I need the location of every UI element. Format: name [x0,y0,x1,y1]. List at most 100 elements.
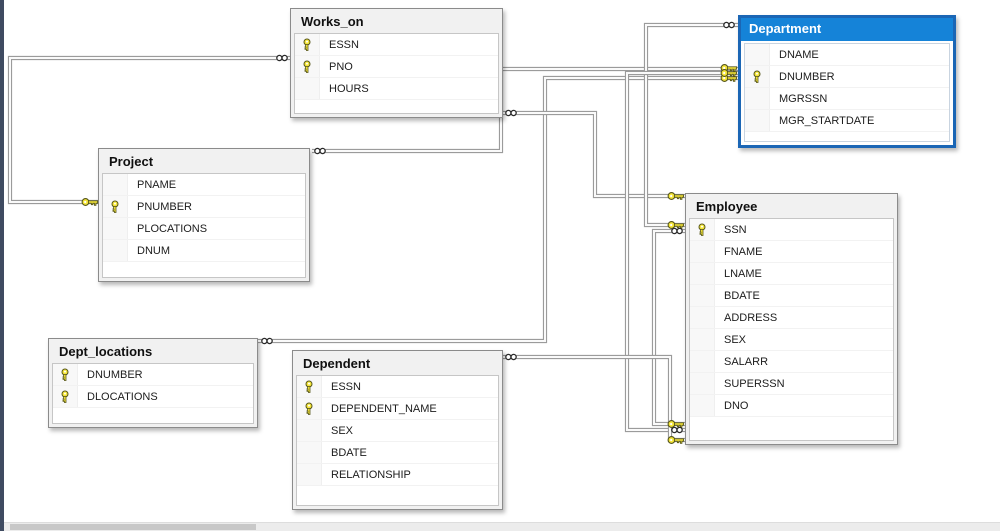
column-row[interactable]: HOURS [295,78,498,100]
column-name: DNO [724,399,749,412]
column-name: DNUMBER [87,368,143,381]
column-row[interactable]: BDATE [297,442,498,464]
column-row[interactable]: PNO [295,56,498,78]
primary-key-icon [53,386,78,407]
column-row[interactable]: DNUM [103,240,305,262]
column-row[interactable]: LNAME [690,263,893,285]
column-name: BDATE [331,446,367,459]
relationship-dept_locations-department[interactable] [258,75,738,344]
column-row[interactable]: SEX [690,329,893,351]
scrollbar-thumb[interactable] [10,524,256,530]
table-title: Project [109,154,154,169]
column-row[interactable]: SALARR [690,351,893,373]
column-gutter [745,44,770,65]
column-row[interactable]: SSN [690,219,893,241]
column-name: DNUM [137,244,170,257]
column-row[interactable]: FNAME [690,241,893,263]
column-name: SEX [724,333,747,346]
table-title: Works_on [301,14,364,29]
column-row[interactable]: ESSN [295,34,498,56]
column-gutter [103,240,128,261]
column-gutter [103,174,128,195]
column-row[interactable]: RELATIONSHIP [297,464,498,486]
primary-key-icon [745,66,770,87]
column-gutter [745,88,770,109]
column-name: ADDRESS [724,311,778,324]
column-name: FNAME [724,245,763,258]
column-gutter [690,329,715,350]
column-row[interactable]: DNUMBER [53,364,253,386]
column-name: PNO [329,60,353,73]
column-name: SALARR [724,355,769,368]
table-columns: DNUMBER DLOCATIONS [52,363,254,424]
column-name: SEX [331,424,354,437]
column-name: PNAME [137,178,177,191]
column-name: RELATIONSHIP [331,468,411,481]
column-row[interactable]: PLOCATIONS [103,218,305,240]
column-row[interactable]: DNUMBER [745,66,949,88]
column-name: SUPERSSN [724,377,785,390]
column-name: DNUMBER [779,70,835,83]
column-name: MGR_STARTDATE [779,114,875,127]
column-row[interactable]: ESSN [297,376,498,398]
column-name: PLOCATIONS [137,222,208,235]
column-name: ESSN [331,380,361,393]
column-gutter [297,442,322,463]
column-row[interactable]: PNAME [103,174,305,196]
primary-key-icon [53,364,78,385]
column-row[interactable]: SUPERSSN [690,373,893,395]
column-name: ESSN [329,38,359,51]
window-left-border [0,0,4,531]
table-columns: DNAME DNUMBER MGRSSN MGR_STARTDATE [744,43,950,142]
column-name: DLOCATIONS [87,390,158,403]
column-row[interactable]: ADDRESS [690,307,893,329]
column-name: DNAME [779,48,819,61]
relationship-employee-department[interactable] [624,70,738,433]
column-row[interactable]: DLOCATIONS [53,386,253,408]
column-row[interactable]: BDATE [690,285,893,307]
column-name: LNAME [724,267,762,280]
column-row[interactable]: PNUMBER [103,196,305,218]
horizontal-scrollbar[interactable] [4,522,1000,531]
relationship-works_on-employee[interactable] [503,110,685,199]
primary-key-icon [690,219,715,240]
column-name: MGRSSN [779,92,828,105]
relationship-dependent-employee[interactable] [503,354,685,443]
column-gutter [690,307,715,328]
table-title: Department [741,18,953,41]
relationship-works_on-project[interactable] [7,55,290,205]
column-name: SSN [724,223,747,236]
column-gutter [297,420,322,441]
column-row[interactable]: DNO [690,395,893,417]
primary-key-icon [295,34,320,55]
table-columns: SSN FNAME LNAME BDATE ADDRESS SEX SALARR SUPERS… [689,218,894,441]
column-gutter [295,78,320,99]
table-title: Dept_locations [59,344,153,359]
column-gutter [297,464,322,485]
column-name: BDATE [724,289,760,302]
primary-key-icon [295,56,320,77]
column-row[interactable]: MGRSSN [745,88,949,110]
primary-key-icon [297,398,322,419]
table-columns: ESSN PNO HOURS [294,33,499,114]
column-gutter [745,110,770,131]
table-title: Dependent [303,356,371,371]
column-gutter [690,373,715,394]
column-row[interactable]: MGR_STARTDATE [745,110,949,132]
primary-key-icon [297,376,322,397]
column-row[interactable]: DNAME [745,44,949,66]
column-gutter [103,218,128,239]
table-columns: ESSN DEPENDENT_NAME SEX BDATE RELATIONSHIP [296,375,499,506]
relationship-department-employee[interactable] [643,22,738,228]
column-row[interactable]: SEX [297,420,498,442]
column-row[interactable]: DEPENDENT_NAME [297,398,498,420]
column-gutter [690,285,715,306]
